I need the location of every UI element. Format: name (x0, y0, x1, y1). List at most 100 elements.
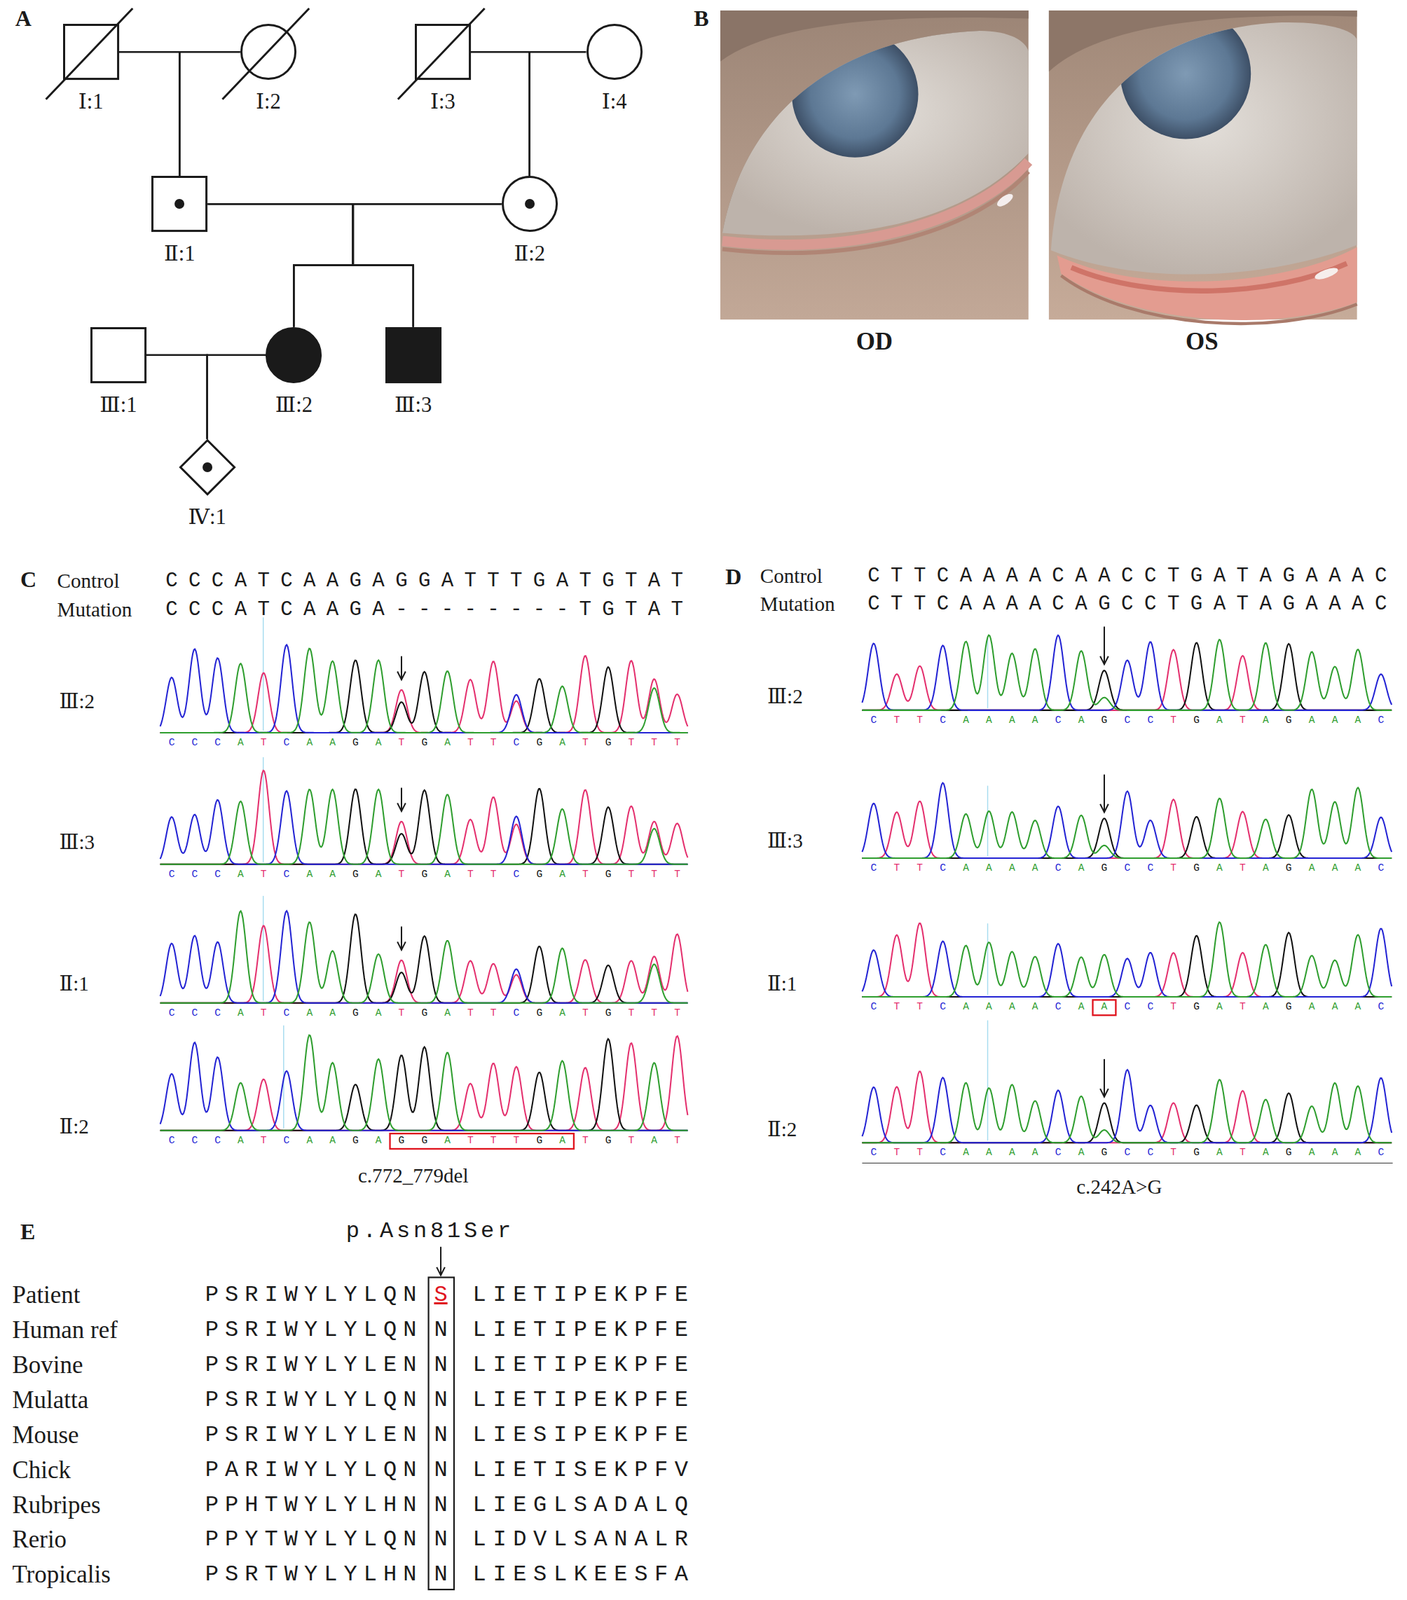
aligned-residue: N (433, 1528, 448, 1552)
arrow-shaft (400, 656, 403, 680)
base-call-letter: A (1308, 1147, 1333, 1159)
lid-highlight (1313, 265, 1340, 282)
base-call-letter: C (191, 1135, 215, 1147)
base-call-letter: C (283, 868, 307, 881)
base-call-letter: A (1032, 1147, 1056, 1159)
base-call-letter: G (1193, 1001, 1217, 1013)
eye-label: OD (856, 329, 893, 354)
row-label: Control (760, 566, 823, 587)
base-call-letter: T (674, 868, 698, 881)
base-call-letter: T (582, 1007, 606, 1019)
species-name: Mulatta (11, 1388, 89, 1413)
base-call-letter: C (1055, 1147, 1079, 1159)
protein-sequence: LIDVLSANALR (472, 1528, 696, 1552)
lower-eyelid-margin (1060, 276, 1357, 324)
base-call-letter: T (467, 868, 491, 881)
base-calls: CCCATCAAGATGATTCGATGTTT (168, 1008, 698, 1019)
base-call-letter: T (398, 1007, 422, 1019)
protein-sequence: PSRIWYLYLQN (205, 1389, 424, 1412)
base-call-letter: G (421, 737, 445, 749)
base-call-letter: C (939, 1001, 963, 1013)
base-call-letter: G (1285, 1001, 1309, 1013)
protein-sequence: PPYTWYLYLQN (205, 1528, 424, 1552)
base-call-letter: G (536, 1135, 560, 1147)
protein-sequence: PSRTWYLYLHN (205, 1563, 424, 1587)
base-call-letter: G (352, 868, 376, 881)
mutation-name: c.242A>G (1076, 1177, 1162, 1198)
base-calls: CCCATCAAGATGATTCGATGTTT (168, 869, 698, 881)
sample-label: Ⅲ:2 (767, 686, 803, 708)
arrow-shaft (400, 927, 403, 951)
aligned-residue: S (433, 1284, 448, 1307)
arrow-head (1100, 656, 1109, 665)
base-call-letter: C (191, 1007, 215, 1019)
base-call-letter: A (329, 737, 353, 749)
lid-highlight (994, 191, 1015, 210)
base-call-letter: C (214, 1007, 238, 1019)
protein-sequence: PSRIWYLYLQN (205, 1319, 424, 1342)
base-call-letter: T (1239, 1147, 1263, 1159)
base-call-letter: A (306, 1135, 330, 1147)
arrow-shaft (400, 788, 403, 812)
individual-label: Ⅱ:2 (513, 243, 546, 265)
base-call-letter: A (237, 1135, 261, 1147)
protein-sequence: LIESLKEESFA (472, 1563, 696, 1587)
male-symbol: Ⅰ:1 (63, 23, 120, 80)
symbol-outline (385, 327, 442, 384)
base-call-letter: C (1147, 1001, 1171, 1013)
base-call-letter: G (536, 1007, 560, 1019)
base-call-letter: C (168, 1135, 192, 1147)
base-call-letter: C (513, 1007, 537, 1019)
base-call-letter: A (1216, 714, 1240, 726)
row-label: Control (57, 571, 120, 592)
base-call-letter: G (352, 1135, 376, 1147)
trace-line (160, 788, 689, 865)
base-call-letter: A (559, 737, 583, 749)
base-call-letter: A (375, 868, 399, 881)
protein-sequence: LIETIPEKPFE (472, 1354, 696, 1377)
base-call-letter: T (582, 737, 606, 749)
sample-label: Ⅲ:3 (58, 832, 95, 853)
base-call-letter: C (168, 737, 192, 749)
square-shape (152, 177, 207, 232)
protein-sequence: PSRIWYLYLEN (205, 1424, 424, 1447)
iris (1120, 8, 1251, 139)
base-call-letter: T (650, 1007, 675, 1019)
sequence: CCCATCAAGA--------TGTAT (165, 599, 694, 621)
base-call-letter: T (1239, 862, 1263, 874)
aligned-residue: N (433, 1354, 448, 1377)
base-call-letter: A (985, 1001, 1010, 1013)
base-call-letter: T (398, 868, 422, 881)
base-call-letter: T (260, 737, 284, 749)
base-call-letter: A (1332, 1147, 1356, 1159)
base-call-letter: T (582, 868, 606, 881)
base-call-letter: C (1377, 862, 1401, 874)
base-call-letter: T (650, 737, 675, 749)
sclera (722, 30, 1029, 236)
base-call-letter: G (398, 1135, 422, 1147)
symbol-outline (90, 327, 147, 384)
base-call-letter: C (214, 868, 238, 881)
base-call-letter: T (1170, 714, 1194, 726)
individual-label: Ⅰ:1 (78, 91, 104, 113)
base-call-letter: T (467, 1007, 491, 1019)
trace-line (160, 770, 689, 865)
base-call-letter: T (1170, 1001, 1194, 1013)
base-call-letter: A (1262, 1147, 1286, 1159)
base-call-letter: G (1285, 1147, 1309, 1159)
base-call-letter: A (1101, 1001, 1125, 1013)
base-call-letter: C (1123, 1147, 1148, 1159)
base-call-letter: C (168, 1007, 192, 1019)
base-call-letter: C (214, 737, 238, 749)
arrow-shaft (440, 1247, 442, 1276)
trace-line (160, 1035, 689, 1131)
trace-line (160, 914, 689, 1004)
base-call-letter: A (329, 1135, 353, 1147)
protein-sequence: PSRIWYLYLQN (205, 1284, 424, 1307)
base-call-letter: A (306, 1007, 330, 1019)
protein-sequence: LIESIPEKPFE (472, 1424, 696, 1447)
base-call-letter: T (628, 868, 652, 881)
chromatogram-traces (160, 635, 1393, 1144)
panel-letter: B (693, 7, 709, 30)
